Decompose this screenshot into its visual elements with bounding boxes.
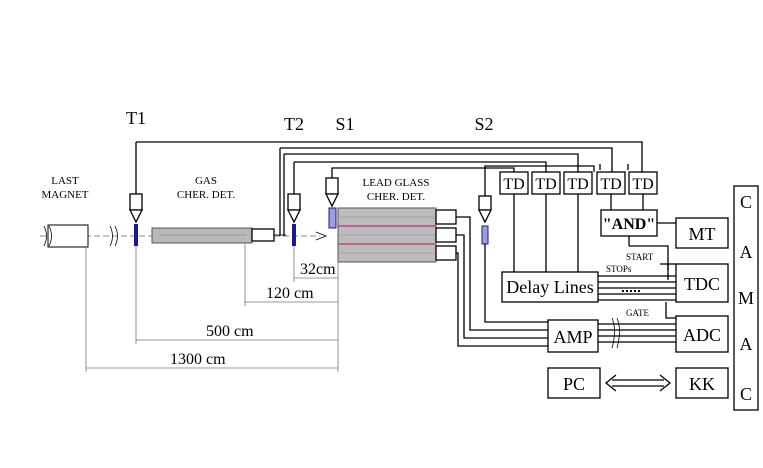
s1-counter [324,177,340,229]
last-magnet [43,224,118,248]
kk-box [675,367,729,399]
amp-input-cables [456,216,548,347]
s2-counter [477,195,493,245]
and-box [600,209,658,237]
lead-glass-label-2: CHER. DET. [367,191,425,203]
lead-glass-detector [337,207,457,263]
td-label-1: TD [503,176,524,193]
stops-label: STOPs [606,264,632,274]
gas-detector-label-1: GAS [195,175,217,187]
adc-cables [598,302,676,349]
dim-120-label: 120 cm [266,285,314,302]
and-label: "AND" [603,216,655,233]
lead-glass-label-1: LEAD GLASS [363,177,430,189]
td-label-3: TD [567,176,588,193]
s2-label: S2 [474,114,493,134]
amp-box [547,319,599,353]
gas-detector-pmt [251,228,275,242]
signal-cables [136,141,643,236]
delay-lines-box [501,271,599,303]
pc-box [547,367,601,399]
camac-letter-3: M [738,288,754,308]
t2-counter [286,162,302,246]
camac-letter-4: A [740,334,753,354]
adc-box [675,315,729,353]
dimension-lines [85,244,339,372]
t1-counter [128,142,144,246]
camac-crate [733,185,759,411]
start-label: START [626,252,654,262]
td-label-2: TD [535,176,556,193]
gas-detector-label-2: CHER. DET. [177,189,235,201]
dim-500-label: 500 cm [206,323,254,340]
t1-label: T1 [126,108,146,128]
gas-cherenkov-detector [151,227,253,244]
gate-label: GATE [626,308,649,318]
kk-label: KK [689,374,715,394]
s1-label: S1 [335,114,354,134]
camac-letter-2: A [740,242,753,262]
delay-lines-label: Delay Lines [506,277,593,297]
amp-label: AMP [553,327,592,347]
dim-32-label: 32cm [300,261,336,278]
last-magnet-label-2: MAGNET [41,189,88,201]
td-label-4: TD [600,176,621,193]
beam-arrow [315,231,328,241]
mt-label: MT [689,224,716,244]
pc-kk-link-arrow [604,374,672,392]
camac-letter-1: C [740,192,752,212]
tdc-cables [598,263,676,301]
mt-box [675,217,729,249]
tdc-label: TDC [684,274,720,294]
td-outputs [513,194,644,272]
pc-label: PC [563,374,585,394]
camac-letter-5: C [740,384,752,404]
dim-1300-label: 1300 cm [170,351,226,368]
last-magnet-label-1: LAST [51,175,79,187]
adc-label: ADC [683,325,721,345]
tdc-box [675,263,729,303]
t2-label: T2 [284,114,304,134]
td-label-5: TD [632,176,653,193]
